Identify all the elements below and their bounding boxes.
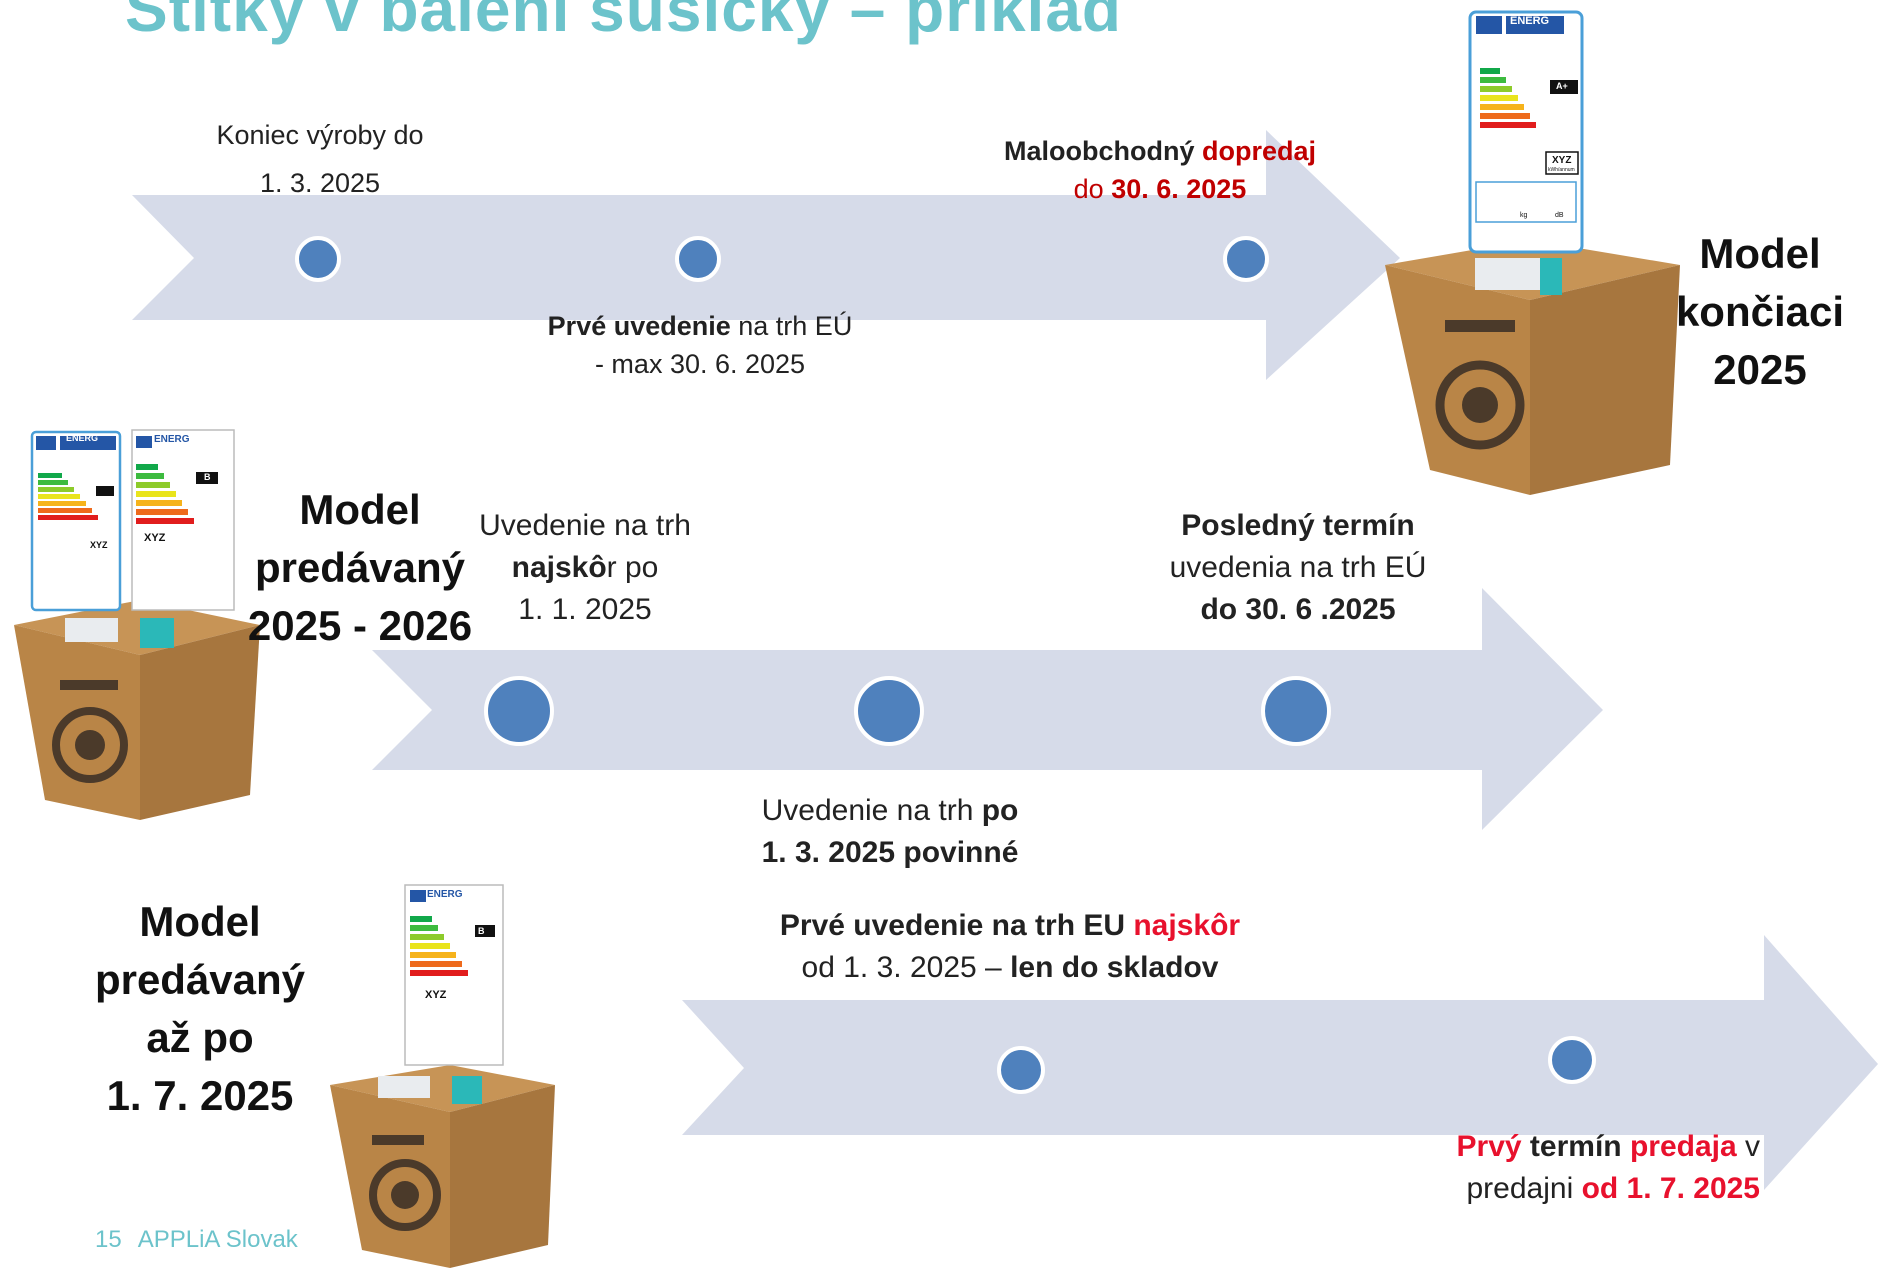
energy-label-3-class: B <box>204 472 211 482</box>
model-sold-line2: predávaný <box>254 544 466 591</box>
last-term-bold: Posledný termín <box>1181 509 1415 542</box>
market-earliest-line3: 1. 1. 2025 <box>518 593 652 626</box>
retail-date: 30. 6. 2025 <box>1111 174 1247 204</box>
retail-bold: Maloobchodný <box>1003 136 1202 166</box>
page-title: Štítky v balení sušičky – príklad <box>125 0 1122 45</box>
first-eu-line2-pre: od 1. 3. 2025 – <box>801 951 1011 984</box>
last-term-line2: uvedenia na trh EÚ <box>1169 551 1427 584</box>
model-after-line3: až po <box>146 1014 254 1061</box>
timeline-arrow-3 <box>682 935 1878 1190</box>
energy-label-1: ENERG A+ XYZ kWh/annum kg dB <box>1470 12 1582 252</box>
timeline-dot-2-1 <box>484 676 554 746</box>
timeline-dot-1-1 <box>295 236 341 282</box>
energy-label-1-title: ENERG <box>1510 15 1550 27</box>
energy-label-3-value: XYZ <box>144 532 166 544</box>
model-ending-line3: 2025 <box>1713 346 1807 393</box>
slide-footer: 15 APPLiA Slovak <box>95 1226 314 1254</box>
model-ending-line1: Model <box>1699 230 1821 277</box>
first-sale-red2: predaja <box>1629 1130 1737 1163</box>
model-after-line2: predávaný <box>94 956 306 1003</box>
retail-red: dopredaj <box>1201 136 1316 166</box>
timeline-dot-1-2 <box>675 236 721 282</box>
appliance-box-illustration-1 <box>1385 10 1680 495</box>
first-eu-text: Prvé uvedenie na trh EU najskôr od 1. 3.… <box>740 905 1280 989</box>
timeline-dot-2-2 <box>854 676 924 746</box>
end-production-text: Koniec výroby do 1. 3. 2025 <box>180 116 460 202</box>
energy-label-2: ENERG XYZ <box>32 432 120 610</box>
first-eu-red: najskôr <box>1133 909 1241 942</box>
energy-label-3-title: ENERG <box>154 434 190 445</box>
timeline-arrow-1 <box>132 130 1400 380</box>
energy-label-4-class: B <box>478 926 485 936</box>
end-production-line2: 1. 3. 2025 <box>259 168 381 198</box>
timeline-dot-3-1 <box>997 1046 1045 1094</box>
energy-label-2-value: XYZ <box>90 540 108 550</box>
timeline-dot-1-3 <box>1223 236 1269 282</box>
market-earliest-line1: Uvedenie na trh <box>479 509 691 542</box>
last-term-line3: do 30. 6 .2025 <box>1200 593 1396 626</box>
energy-label-1-value: XYZ <box>1552 155 1572 166</box>
timeline-dot-3-2 <box>1548 1036 1596 1084</box>
appliance-box-illustration-3 <box>330 884 555 1268</box>
retail-text: Maloobchodný dopredaj do 30. 6. 2025 <box>960 132 1360 208</box>
model-after-line4: 1. 7. 2025 <box>106 1072 294 1119</box>
first-eu-line2-bold: len do skladov <box>1010 951 1219 984</box>
first-market-rest: na trh EÚ <box>730 311 853 341</box>
first-market-line2: - max 30. 6. 2025 <box>594 349 806 379</box>
energy-label-1-db: dB <box>1555 212 1564 219</box>
model-sold-line1: Model <box>299 486 421 533</box>
energy-label-4-value: XYZ <box>425 989 447 1001</box>
model-sold-line3: 2025 - 2026 <box>247 602 473 649</box>
mandatory-line1-pre: Uvedenie na trh <box>761 794 982 827</box>
energy-label-1-unit: kWh/annum <box>1548 167 1575 173</box>
energy-label-4-title: ENERG <box>427 889 463 900</box>
page-number: 15 <box>95 1226 122 1253</box>
energy-label-4: ENERG B XYZ <box>405 885 503 1065</box>
energy-label-1-kg: kg <box>1520 212 1528 219</box>
mandatory-line2: 1. 3. 2025 povinné <box>761 836 1019 869</box>
first-eu-bold: Prvé uvedenie na trh EU <box>779 909 1134 942</box>
market-earliest-r: r po <box>606 551 659 584</box>
appliance-box-illustration-2 <box>14 429 260 820</box>
timeline-arrow-2 <box>372 588 1603 830</box>
model-sold-after-2025: Model predávaný až po 1. 7. 2025 <box>60 893 340 1125</box>
model-sold-2025-2026: Model predávaný 2025 - 2026 <box>230 481 490 655</box>
market-earliest-text: Uvedenie na trh najskôr po 1. 1. 2025 <box>440 505 730 631</box>
first-sale-line2-pre: predajni <box>1466 1172 1582 1205</box>
first-market-text: Prvé uvedenie na trh EÚ - max 30. 6. 202… <box>520 307 880 383</box>
first-sale-line2-red: od 1. 7. 2025 <box>1581 1172 1760 1205</box>
retail-do: do <box>1073 174 1112 204</box>
end-production-line1: Koniec výroby do <box>216 120 424 150</box>
model-ending-line2: končiaci <box>1675 288 1845 335</box>
last-term-text: Posledný termín uvedenia na trh EÚ do 30… <box>1118 505 1478 631</box>
mandatory-line1-bold: po <box>981 794 1019 827</box>
energy-label-3: ENERG B XYZ <box>132 430 234 610</box>
first-sale-v: v <box>1736 1130 1760 1163</box>
model-after-line1: Model <box>139 898 261 945</box>
first-sale-bold: termín <box>1521 1130 1630 1163</box>
energy-label-1-class: A+ <box>1556 81 1568 91</box>
market-earliest-bold: najskô <box>511 551 607 584</box>
timeline-dot-2-3 <box>1261 676 1331 746</box>
first-sale-text: Prvý termín predaja v predajni od 1. 7. … <box>1360 1126 1760 1210</box>
organization-name: APPLiA Slovak <box>137 1226 298 1253</box>
first-market-bold: Prvé uvedenie <box>547 311 731 341</box>
model-ending-2025: Model končiaci 2025 <box>1650 225 1870 399</box>
first-sale-red1: Prvý <box>1456 1130 1522 1163</box>
mandatory-text: Uvedenie na trh po 1. 3. 2025 povinné <box>700 790 1080 874</box>
energy-label-2-title: ENERG <box>66 433 99 443</box>
